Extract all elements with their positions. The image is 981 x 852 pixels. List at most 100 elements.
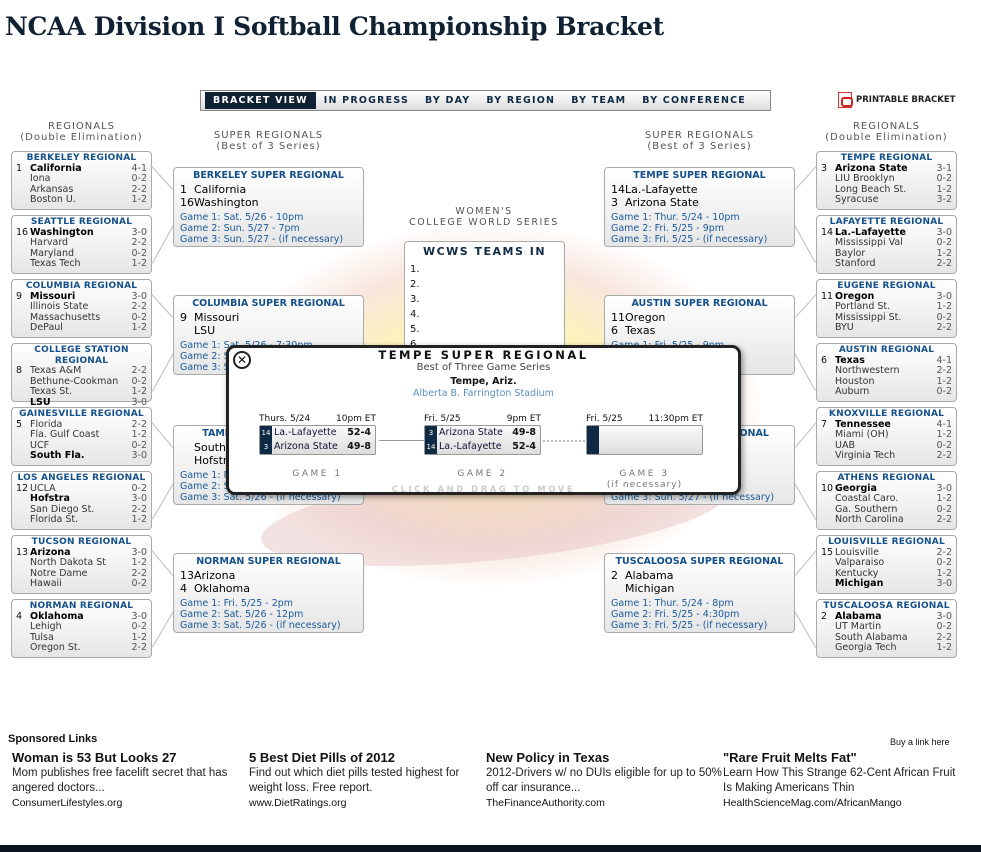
team-record: 0-2 xyxy=(131,482,147,494)
team-name: LIU Brooklyn xyxy=(835,173,895,184)
game-label: GAME 3 xyxy=(619,469,670,479)
right-regionals-header: REGIONALS(Double Elimination) xyxy=(816,121,957,143)
tab-by-conference[interactable]: BY CONFERENCE xyxy=(642,95,746,106)
seed: 14 xyxy=(611,183,625,196)
regional-title: COLUMBIA REGIONAL xyxy=(25,281,138,291)
ad-headline[interactable]: Woman is 53 But Looks 27 xyxy=(12,750,177,765)
seed: 2 xyxy=(611,569,618,582)
regional-title: COLLEGE STATION REGIONAL xyxy=(34,345,129,366)
sponsored-ad[interactable]: "Rare Fruit Melts Fat"Learn How This Str… xyxy=(723,750,961,810)
seed: 13 xyxy=(180,569,194,582)
popup-city: Tempe, Ariz. xyxy=(450,376,517,387)
right-supers-header: SUPER REGIONALS(Best of 3 Series) xyxy=(604,130,795,152)
seed xyxy=(821,643,835,654)
team-record: 1-2 xyxy=(936,183,952,195)
sponsored-title: Sponsored Links xyxy=(8,733,98,745)
team-name: Illinois State xyxy=(30,301,89,312)
team-record: 2-2 xyxy=(936,631,952,643)
venue-link[interactable]: Alberta B. Farrington Stadium xyxy=(413,388,554,399)
seed: 4 xyxy=(180,582,187,595)
ad-headline[interactable]: 5 Best Diet Pills of 2012 xyxy=(249,750,395,765)
team-name: Arkansas xyxy=(30,183,74,195)
team-record: 2-2 xyxy=(131,418,147,430)
team-record: 1-2 xyxy=(131,322,147,333)
game-time: 9pm ET xyxy=(506,414,541,424)
ad-url[interactable]: TheFinanceAuthority.com xyxy=(486,797,605,809)
buy-link[interactable]: Buy a link here xyxy=(890,737,950,747)
game-time: Game 2: S xyxy=(180,481,230,492)
score-box[interactable] xyxy=(586,425,703,455)
team-record: 0-2 xyxy=(131,578,147,589)
ad-url[interactable]: HealthScienceMag.com/AfricanMango xyxy=(723,797,902,809)
super-regional-popup[interactable]: ✕ TEMPE SUPER REGIONAL Best of Three Gam… xyxy=(226,345,741,495)
team-name: Arizona xyxy=(194,569,236,582)
team-name: Tennessee xyxy=(835,418,891,430)
seed xyxy=(821,505,835,516)
seed xyxy=(821,323,835,334)
game-label: GAME 2 xyxy=(457,469,508,479)
header-label: REGIONALS xyxy=(852,121,921,132)
ad-headline[interactable]: "Rare Fruit Melts Fat" xyxy=(723,750,857,765)
tab-by-region[interactable]: BY REGION xyxy=(486,95,556,106)
tab-in-progress[interactable]: IN PROGRESS xyxy=(323,95,409,106)
team-record: 3-0 xyxy=(131,290,147,302)
ad-url[interactable]: ConsumerLifestyles.org xyxy=(12,797,123,809)
team-record: 2-2 xyxy=(131,567,147,579)
seed: 12 xyxy=(16,482,29,494)
printable-bracket-link[interactable]: PRINTABLE BRACKET xyxy=(838,92,955,108)
seed: 6 xyxy=(611,324,618,337)
seed xyxy=(16,302,30,313)
close-icon[interactable]: ✕ xyxy=(233,351,251,369)
seed: 3 xyxy=(611,196,618,209)
tab-bracket-view[interactable]: BRACKET VIEW xyxy=(205,92,316,109)
ad-url[interactable]: www.DietRatings.org xyxy=(249,797,347,809)
team-record: 49-8 xyxy=(347,441,371,452)
team-row: Boston U.1-2 xyxy=(16,194,147,206)
tab-by-team[interactable]: BY TEAM xyxy=(571,95,627,106)
team-record: 3-0 xyxy=(131,226,147,238)
tab-by-day[interactable]: BY DAY xyxy=(425,95,471,106)
wcws-header-line: WOMEN'S xyxy=(455,206,513,217)
ad-headline[interactable]: New Policy in Texas xyxy=(486,750,610,765)
